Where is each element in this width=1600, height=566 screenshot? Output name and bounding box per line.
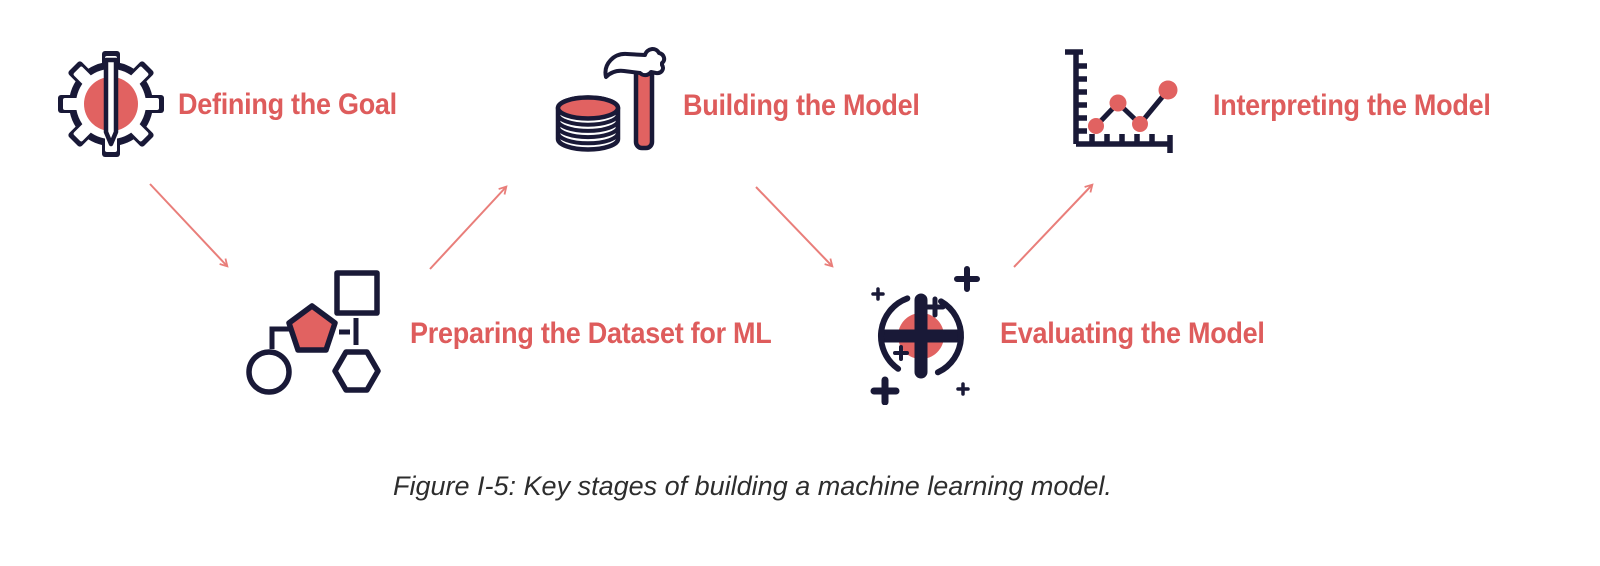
gear-pencil-icon [58,51,164,157]
figure-caption: Figure I-5: Key stages of building a mac… [393,471,1112,501]
data-stack-hammer-icon [555,47,667,152]
line-chart-icon [1065,49,1178,153]
arrow-4-icon [1013,183,1094,268]
arrow-3-icon [755,186,834,268]
stage-label: Defining the Goal [178,88,397,121]
flowchart-shapes-icon [246,270,381,395]
stage-label: Preparing the Dataset for ML [410,317,772,350]
target-crosshair-icon [870,266,980,405]
stage-building-the-model: Building the Model [548,44,948,162]
stage-label: Evaluating the Model [1000,317,1265,350]
stage-interpreting-the-model: Interpreting the Model [1056,44,1536,159]
arrow-1-icon [149,183,229,268]
stage-label: Building the Model [683,89,920,122]
stage-label: Interpreting the Model [1213,89,1491,122]
stage-preparing-the-dataset: Preparing the Dataset for ML [245,268,805,398]
stage-defining-the-goal: Defining the Goal [55,46,415,166]
arrow-2-icon [429,185,508,270]
stage-evaluating-the-model: Evaluating the Model [853,263,1293,408]
